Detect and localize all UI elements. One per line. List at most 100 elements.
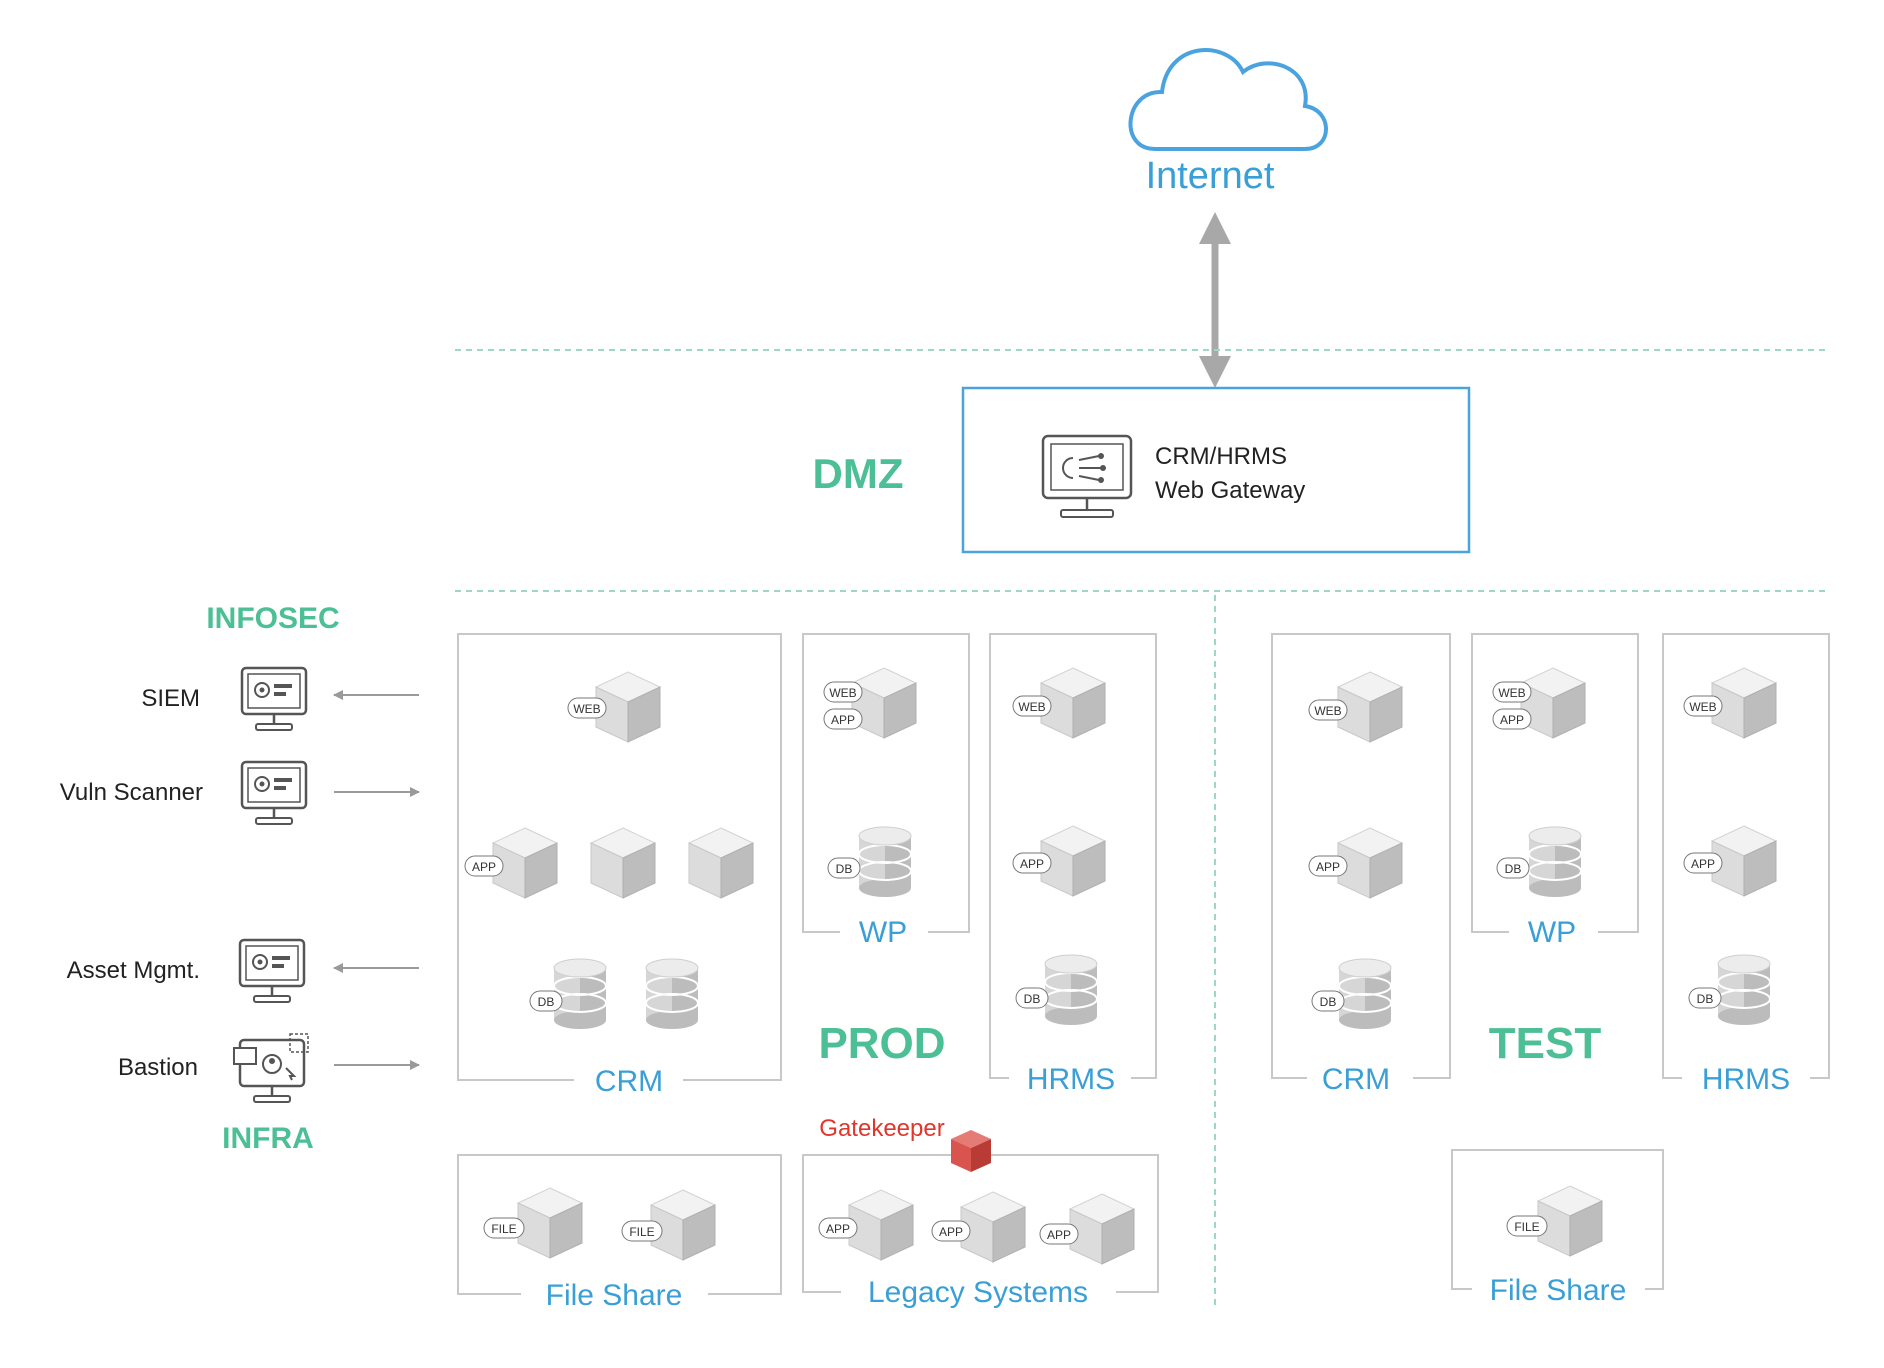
zone-test-label: TEST xyxy=(1489,1019,1602,1068)
svg-text:APP: APP xyxy=(1500,713,1524,727)
file-tag: FILE xyxy=(483,1217,525,1239)
prod-hrms-group[interactable]: HRMS WEB APP DB xyxy=(989,633,1157,1096)
svg-text:WEB: WEB xyxy=(1018,700,1045,714)
app-tag: APP xyxy=(1492,708,1532,730)
bastion-tool[interactable]: Bastion xyxy=(118,1033,420,1103)
prod-crm-group[interactable]: CRM WEB APP DB xyxy=(457,633,782,1098)
bastion-monitor-icon xyxy=(233,1033,309,1103)
server-cube xyxy=(1537,1185,1603,1257)
web-tag: WEB xyxy=(823,681,863,703)
svg-text:DB: DB xyxy=(1024,992,1041,1006)
web-tag: WEB xyxy=(567,697,607,719)
svg-text:DB: DB xyxy=(1505,862,1522,876)
app-tag: APP xyxy=(1308,855,1348,877)
svg-text:FILE: FILE xyxy=(1514,1220,1539,1234)
zone-infosec-label: INFOSEC xyxy=(206,602,339,635)
app-tag: APP xyxy=(1683,852,1723,874)
db-tag: DB xyxy=(827,857,861,879)
web-tag: WEB xyxy=(1012,695,1052,717)
test-wp-label: WP xyxy=(1528,916,1576,949)
asset-mgmt-tool[interactable]: Asset Mgmt. xyxy=(67,938,419,1004)
server-cube xyxy=(851,667,917,739)
test-hrms-group[interactable]: HRMS WEB APP DB xyxy=(1662,633,1830,1096)
svg-text:WEB: WEB xyxy=(573,702,600,716)
svg-text:DB: DB xyxy=(1697,992,1714,1006)
vuln-scanner-tool[interactable]: Vuln Scanner xyxy=(60,760,420,826)
prod-fileshare-label: File Share xyxy=(546,1279,683,1312)
prod-legacy-label: Legacy Systems xyxy=(868,1276,1088,1309)
zone-dmz-label: DMZ xyxy=(813,450,904,497)
db-tag: DB xyxy=(1496,857,1530,879)
svg-text:FILE: FILE xyxy=(629,1225,654,1239)
asset-mgmt-monitor-icon xyxy=(238,938,306,1004)
server-cube xyxy=(1337,827,1403,899)
internet-gateway-link xyxy=(1199,212,1231,388)
svg-text:APP: APP xyxy=(1316,860,1340,874)
prod-legacy-group[interactable]: Legacy Systems APP APP APP xyxy=(802,1154,1159,1309)
server-cube xyxy=(688,827,754,899)
db-tag: DB xyxy=(1688,987,1722,1009)
server-cube xyxy=(960,1191,1026,1263)
test-crm-label: CRM xyxy=(1322,1063,1390,1096)
app-tag: APP xyxy=(1039,1223,1079,1245)
test-hrms-label: HRMS xyxy=(1702,1063,1790,1096)
server-cube xyxy=(1520,667,1586,739)
server-cube xyxy=(848,1189,914,1261)
db-tag: DB xyxy=(1015,987,1049,1009)
database-cylinder xyxy=(1044,954,1098,1026)
server-cube xyxy=(517,1187,583,1259)
internet-label: Internet xyxy=(1146,155,1275,197)
prod-wp-group[interactable]: WP WEB APP DB xyxy=(802,633,970,949)
svg-text:APP: APP xyxy=(831,713,855,727)
svg-text:DB: DB xyxy=(836,862,853,876)
db-tag: DB xyxy=(1311,990,1345,1012)
prod-fileshare-group[interactable]: File Share FILE FILE xyxy=(457,1154,782,1312)
cloud-icon xyxy=(1128,48,1328,151)
test-fileshare-label: File Share xyxy=(1490,1274,1627,1307)
svg-text:WEB: WEB xyxy=(1689,700,1716,714)
server-cube xyxy=(1337,671,1403,743)
vuln-scanner-monitor-icon xyxy=(240,760,308,826)
test-wp-group[interactable]: WP WEB APP DB xyxy=(1471,633,1639,949)
gatekeeper[interactable]: Gatekeeper xyxy=(819,1115,991,1172)
svg-text:APP: APP xyxy=(826,1222,850,1236)
prod-crm-label: CRM xyxy=(595,1065,663,1098)
svg-text:APP: APP xyxy=(1047,1228,1071,1242)
gateway-monitor-icon xyxy=(1041,434,1133,518)
svg-text:WEB: WEB xyxy=(1498,686,1525,700)
server-cube xyxy=(1069,1193,1135,1265)
web-gateway[interactable]: CRM/HRMS Web Gateway xyxy=(961,386,1471,554)
db-tag: DB xyxy=(529,990,563,1012)
test-crm-group[interactable]: CRM WEB APP DB xyxy=(1271,633,1451,1096)
zone-prod-label: PROD xyxy=(818,1019,945,1068)
database-cylinder xyxy=(1528,826,1582,898)
gateway-label-line2: Web Gateway xyxy=(1155,477,1305,504)
app-tag: APP xyxy=(818,1217,858,1239)
svg-text:WEB: WEB xyxy=(829,686,856,700)
siem-tool[interactable]: SIEM xyxy=(141,666,419,732)
database-cylinder xyxy=(1338,958,1392,1030)
web-tag: WEB xyxy=(1308,699,1348,721)
svg-text:APP: APP xyxy=(939,1225,963,1239)
web-tag: WEB xyxy=(1492,681,1532,703)
bastion-label: Bastion xyxy=(118,1054,198,1081)
svg-text:APP: APP xyxy=(1020,857,1044,871)
prod-hrms-label: HRMS xyxy=(1027,1063,1115,1096)
database-cylinder xyxy=(645,958,699,1030)
app-tag: APP xyxy=(823,708,863,730)
svg-text:APP: APP xyxy=(472,860,496,874)
zone-infra-label: INFRA xyxy=(222,1122,314,1155)
asset-mgmt-label: Asset Mgmt. xyxy=(67,957,200,984)
app-tag: APP xyxy=(1012,852,1052,874)
svg-text:DB: DB xyxy=(538,995,555,1009)
test-fileshare-group[interactable]: File Share FILE xyxy=(1451,1149,1664,1307)
server-cube xyxy=(590,827,656,899)
app-tag: APP xyxy=(464,855,504,877)
svg-text:FILE: FILE xyxy=(491,1222,516,1236)
gatekeeper-label: Gatekeeper xyxy=(819,1115,944,1142)
database-cylinder xyxy=(553,958,607,1030)
file-tag: FILE xyxy=(1506,1215,1548,1237)
gateway-label-line1: CRM/HRMS xyxy=(1155,443,1287,470)
svg-text:APP: APP xyxy=(1691,857,1715,871)
prod-wp-label: WP xyxy=(859,916,907,949)
